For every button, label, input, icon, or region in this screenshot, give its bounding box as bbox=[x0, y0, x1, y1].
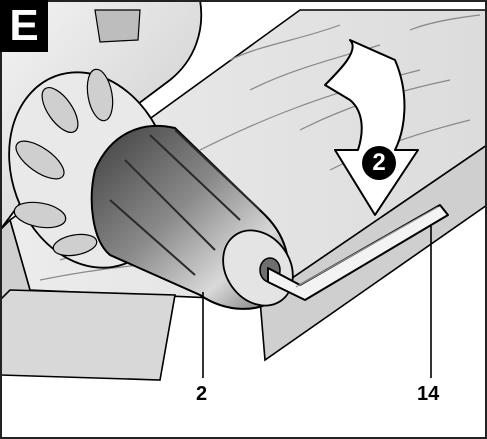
callout-label-chuck: 2 bbox=[196, 383, 208, 405]
hex-key-icon bbox=[267, 204, 449, 301]
chuck-grooves bbox=[109, 129, 261, 276]
rotation-arrow-icon bbox=[324, 39, 419, 216]
drill-vent-slot bbox=[94, 9, 141, 43]
chuck-nose bbox=[222, 229, 294, 307]
collar-ribs bbox=[13, 68, 114, 257]
wood-board-front bbox=[0, 289, 176, 381]
panel-letter-badge: E bbox=[0, 0, 48, 52]
callout-label-hex-key: 14 bbox=[417, 383, 440, 405]
step-number-badge: 2 bbox=[362, 146, 396, 180]
